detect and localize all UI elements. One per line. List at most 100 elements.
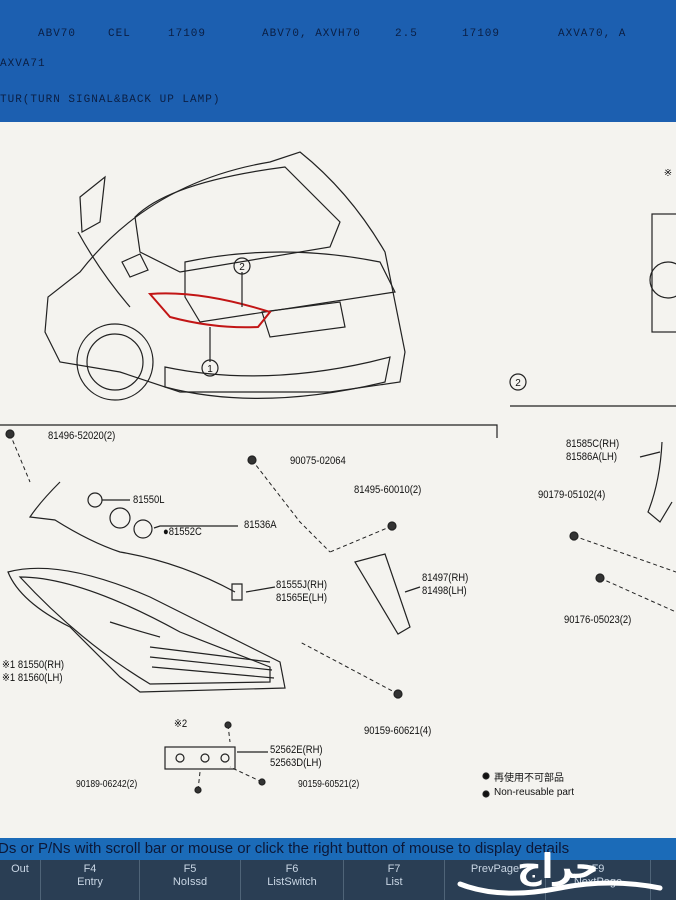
fkey-nextpage-key: F9 xyxy=(591,863,605,875)
connector-81555j xyxy=(231,583,243,601)
label-81550-rh[interactable]: ※1 81550(RH) xyxy=(2,659,65,671)
car-bumper xyxy=(164,356,391,399)
leader-90159-2 xyxy=(229,766,263,783)
car-fuel-door xyxy=(121,253,149,278)
fkey-entry-label: Entry xyxy=(77,876,103,888)
label-81586a[interactable]: 81586A(LH) xyxy=(566,451,618,463)
bracket-hole-1 xyxy=(175,753,185,763)
leader-90179 xyxy=(573,535,676,573)
legend-bullet-2 xyxy=(482,790,490,798)
fkey-list-label: List xyxy=(385,876,403,888)
label-52562e[interactable]: 52562E(RH) xyxy=(270,744,323,756)
fkey-list-key: F7 xyxy=(387,863,401,875)
status-text: Ds or P/Ns with scroll bar or mouse or c… xyxy=(0,840,570,857)
watermark-text: حراج xyxy=(517,847,599,887)
label-81536a[interactable]: 81536A xyxy=(244,519,277,531)
label-90159-60521[interactable]: 90159-60521(2) xyxy=(298,779,360,790)
fkey-prevpage[interactable]: PrevPage xyxy=(445,860,546,900)
header-section-title: TUR(TURN SIGNAL&BACK UP LAMP) xyxy=(0,94,221,106)
label-52563d[interactable]: 52563D(LH) xyxy=(270,757,322,769)
label-81585c[interactable]: 81585C(RH) xyxy=(566,438,620,450)
car-roof-outline xyxy=(44,151,406,393)
leader-81536a xyxy=(153,525,238,529)
fastener-90075 xyxy=(247,455,257,465)
label-81497[interactable]: 81497(RH) xyxy=(422,572,469,584)
watermark-swoosh xyxy=(457,880,663,896)
fkey-listswitch[interactable]: F6 ListSwitch xyxy=(241,860,344,900)
fastener-81496 xyxy=(5,429,15,439)
label-81560-lh[interactable]: ※1 81560(LH) xyxy=(2,672,63,684)
label-90159-60621[interactable]: 90159-60621(4) xyxy=(364,725,432,737)
leader-81496 xyxy=(9,433,31,483)
bracket-52562e xyxy=(164,746,236,770)
legend-non-reusable-cn: 再使用不可部品 xyxy=(494,773,564,784)
label-81552c[interactable]: ●81552C xyxy=(163,526,202,538)
socket-ring xyxy=(109,507,131,529)
fkey-out[interactable]: Out xyxy=(0,860,41,900)
leader-81555j xyxy=(245,586,276,593)
bulb-81550l xyxy=(87,492,103,508)
right-wire-harness xyxy=(647,441,673,523)
header-model-code-2: ABV70, AXVH70 xyxy=(262,28,361,40)
header-model-code-3: AXVA70, A xyxy=(558,28,627,40)
callout-circle-2 xyxy=(233,257,251,275)
fastener-90159-2 xyxy=(258,778,266,786)
header-date: 17109 xyxy=(168,28,207,40)
fkey-listswitch-label: ListSwitch xyxy=(267,876,317,888)
fkey-out-label: Out xyxy=(11,863,29,875)
fastener-90189 xyxy=(194,786,202,794)
car-wheel-inner xyxy=(86,333,144,391)
fkey-entry[interactable]: F4 Entry xyxy=(41,860,140,900)
label-90179-05102[interactable]: 90179-05102(4) xyxy=(538,489,606,501)
fastener-90176 xyxy=(595,573,605,583)
header-engine: 2.5 xyxy=(395,28,418,40)
callout-1-text: 1 xyxy=(207,364,213,375)
leader-90176 xyxy=(599,577,676,613)
fkey-entry-key: F4 xyxy=(83,863,97,875)
detail-box-right xyxy=(651,213,676,333)
note-mark-text: ※ xyxy=(664,168,672,179)
section-bracket-left xyxy=(0,424,498,438)
header-body-code: CEL xyxy=(108,28,131,40)
wire-harness xyxy=(28,481,236,593)
label-81550l[interactable]: 81550L xyxy=(133,494,165,506)
header-date-2: 17109 xyxy=(462,28,501,40)
label-81555j[interactable]: 81555J(RH) xyxy=(276,579,328,591)
leader-81497 xyxy=(404,586,421,593)
car-license-recess xyxy=(261,301,346,338)
leader-90075 xyxy=(251,459,331,553)
tail-lamp-reflector xyxy=(109,621,161,638)
catalog-header: ABV70 CEL 17109 ABV70, AXVH70 2.5 17109 … xyxy=(0,0,676,122)
bracket-hole-2 xyxy=(200,753,210,763)
diagram-drawing: 2 1 2 ※ xyxy=(0,151,676,798)
tail-lamp-housing xyxy=(7,567,286,693)
tail-lamp-grille-3 xyxy=(151,666,275,679)
legend-bullet-1 xyxy=(482,772,490,780)
fastener-90179 xyxy=(569,531,579,541)
fkey-prevpage-label: PrevPage xyxy=(470,863,520,875)
car-tail-lamp-highlight xyxy=(147,292,272,329)
fastener-mark2 xyxy=(224,721,232,729)
fkey-listswitch-key: F6 xyxy=(285,863,299,875)
header-row-2: AXVA71 xyxy=(0,58,46,70)
fkey-noissd-key: F5 xyxy=(183,863,197,875)
label-81498[interactable]: 81498(LH) xyxy=(422,585,467,597)
socket-gasket xyxy=(133,519,153,539)
watermark-logo: حراج xyxy=(457,847,663,896)
label-81495-60010[interactable]: 81495-60010(2) xyxy=(354,484,422,496)
detail-round-part xyxy=(649,261,676,299)
callout-2-text: 2 xyxy=(239,262,245,273)
label-90075-02064[interactable]: 90075-02064 xyxy=(290,455,346,467)
leader-90159-4 xyxy=(299,641,399,695)
label-81496-52020[interactable]: 81496-52020(2) xyxy=(48,430,116,442)
fastener-81495 xyxy=(387,521,397,531)
label-90176-05023[interactable]: 90176-05023(2) xyxy=(564,614,632,626)
fkey-noissd[interactable]: F5 NoIssd xyxy=(140,860,241,900)
fkey-list[interactable]: F7 List xyxy=(344,860,445,900)
tail-lamp-grille-2 xyxy=(149,656,273,671)
label-81565e[interactable]: 81565E(LH) xyxy=(276,592,328,604)
tail-lamp-grille-1 xyxy=(149,646,271,663)
label-90189-06242[interactable]: 90189-06242(2) xyxy=(76,779,138,790)
car-rear-window xyxy=(134,166,341,273)
callout-circle-1 xyxy=(201,359,219,377)
